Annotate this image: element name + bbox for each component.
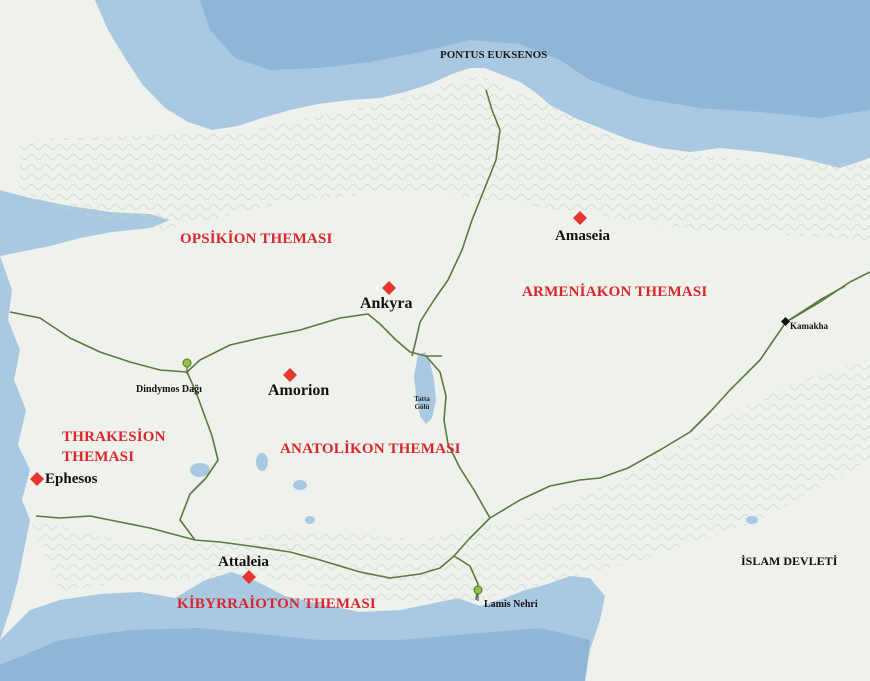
relief-south xyxy=(30,360,870,600)
city-marker-amaseia[interactable] xyxy=(573,211,587,225)
city-marker-attaleia[interactable] xyxy=(242,570,256,584)
relief-north xyxy=(20,76,870,240)
pin-marker-dindymos[interactable] xyxy=(182,358,192,374)
city-label-amaseia: Amaseia xyxy=(555,228,610,244)
theme-label-armeniakon: ARMENİAKON THEMASI xyxy=(522,284,708,300)
city-marker-ankyra[interactable] xyxy=(382,281,396,295)
city-marker-kamakha[interactable] xyxy=(781,317,790,326)
border-southeast xyxy=(489,271,870,519)
tatta-lake xyxy=(414,352,436,424)
city-label-kamakha: Kamakha xyxy=(790,321,829,331)
city-label-amorion: Amorion xyxy=(268,382,330,399)
border-south xyxy=(35,515,491,579)
theme-label-thrakesion: THRAKESİON THEMASI xyxy=(62,429,166,465)
city-marker-amorion[interactable] xyxy=(283,368,297,382)
pin-label-dindymos: Dindymos Dağı xyxy=(136,384,202,395)
aegean-sea xyxy=(0,256,30,640)
border-east-west xyxy=(9,311,442,373)
city-label-ephesos: Ephesos xyxy=(45,471,98,487)
pin-label-lamis: Lamis Nehri xyxy=(484,599,538,610)
lake-1 xyxy=(190,463,210,477)
mediterranean-deep xyxy=(0,628,590,681)
border-anatolikon xyxy=(425,355,491,519)
marmara-sea xyxy=(0,190,170,256)
city-label-ankyra: Ankyra xyxy=(360,295,413,312)
border-east xyxy=(785,285,846,323)
theme-label-opsikion: OPSİKİON THEMASI xyxy=(180,231,333,247)
lake-3 xyxy=(293,480,307,490)
black-sea-deep xyxy=(200,0,870,118)
pin-marker-lamis[interactable] xyxy=(473,585,483,601)
border-thrakesion xyxy=(179,371,219,541)
lake-5 xyxy=(746,516,758,524)
theme-borders xyxy=(9,89,870,601)
theme-label-kibyrraioton: KİBYRRAİOTON THEMASI xyxy=(177,596,376,612)
lake-4 xyxy=(305,516,315,524)
theme-label-anatolikon: ANATOLİKON THEMASI xyxy=(280,441,461,457)
border-north-south xyxy=(411,89,501,357)
lake-2 xyxy=(256,453,268,471)
sea-label-pontus: PONTUS EUKSENOS xyxy=(440,49,548,61)
region-label-islam: İSLAM DEVLETİ xyxy=(741,554,838,568)
city-marker-ephesos[interactable] xyxy=(30,472,44,486)
lake-label-tatta: Tatta Gölü xyxy=(414,395,430,411)
city-label-attaleia: Attaleia xyxy=(218,554,269,570)
